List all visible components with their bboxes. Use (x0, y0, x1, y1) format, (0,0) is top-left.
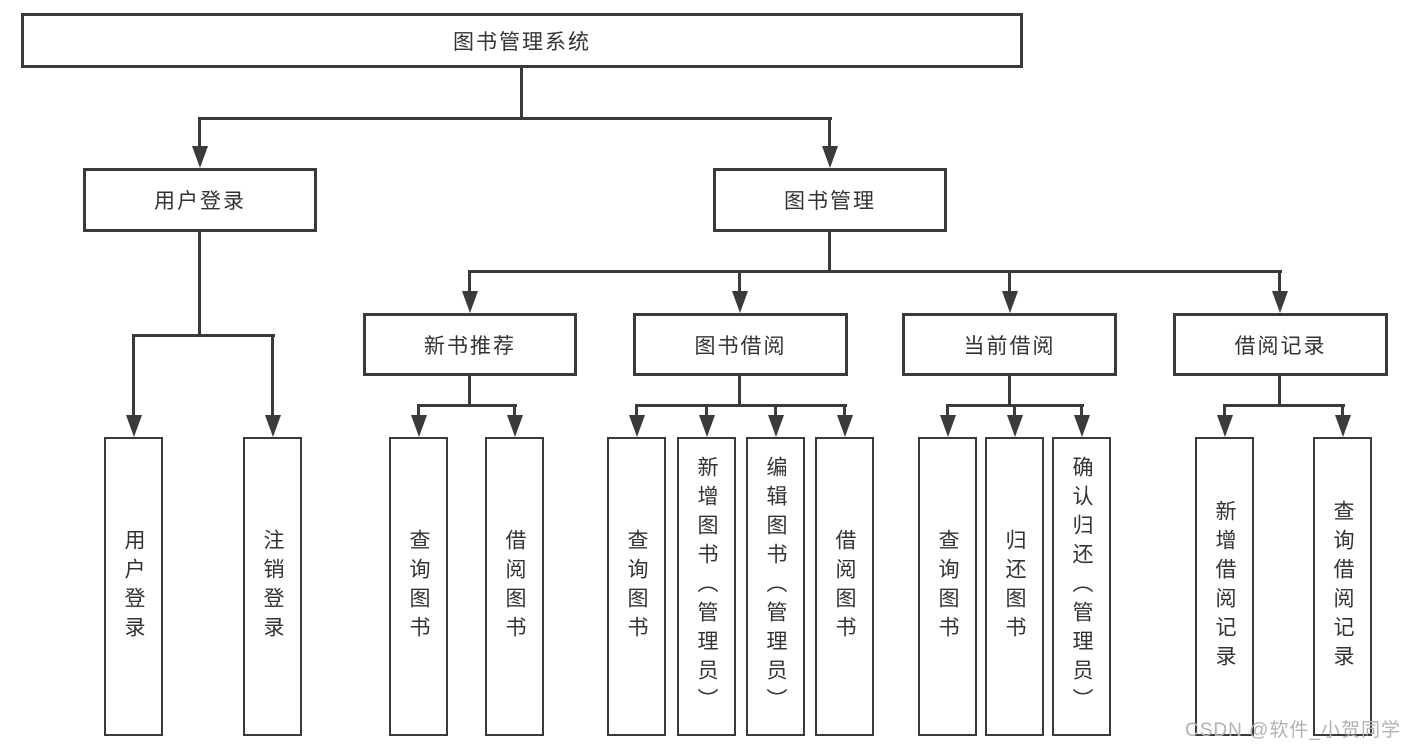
node-book-borrowing-label: 图书借阅 (694, 334, 787, 358)
connector-drop (1341, 404, 1344, 417)
node-current-borrowing: 当前借阅 (902, 313, 1117, 376)
arrow-down-icon (1272, 291, 1288, 313)
connector-drop (198, 117, 201, 150)
connector-stem-records (1278, 376, 1281, 407)
arrow-down-icon (126, 415, 142, 437)
connector-drop (132, 334, 135, 417)
connector-stem-current (1008, 376, 1011, 407)
leaf-borrow-books-recommend: 借阅图书 (485, 437, 544, 736)
connector-drop (468, 270, 471, 294)
arrow-down-icon (462, 291, 478, 313)
arrow-down-icon (1217, 415, 1233, 437)
arrow-down-icon (629, 415, 645, 437)
connector-bar-records (1223, 404, 1345, 407)
node-user-login: 用户登录 (83, 168, 317, 232)
arrow-down-icon (699, 415, 715, 437)
leaf-add-books-admin: 新增图书（管理员） (677, 437, 736, 736)
node-new-book-recommend: 新书推荐 (363, 313, 577, 376)
leaf-add-borrow-record: 新增借阅记录 (1195, 437, 1254, 736)
connector-drop (843, 404, 846, 417)
node-book-management-label: 图书管理 (784, 190, 876, 213)
connector-bar-borrowing (635, 404, 847, 407)
connector-drop (828, 117, 831, 150)
leaf-user-login-label: 用户登录 (122, 528, 145, 645)
connector-drop (1080, 404, 1083, 417)
connector-drop (1013, 404, 1016, 417)
leaf-query-borrow-record-label: 查询借阅记录 (1331, 499, 1354, 674)
connector-drop (635, 404, 638, 417)
arrow-down-icon (1335, 415, 1351, 437)
arrow-down-icon (1002, 291, 1018, 313)
node-book-borrowing: 图书借阅 (633, 313, 848, 376)
leaf-query-books-recommend: 查询图书 (389, 437, 448, 736)
leaf-logout-login: 注销登录 (243, 437, 302, 736)
connector-bar-user-login (132, 334, 275, 337)
connector-drop (1223, 404, 1226, 417)
connector-stem-user-login (198, 232, 201, 337)
leaf-add-books-admin-label: 新增图书（管理员） (695, 456, 718, 717)
arrow-down-icon (837, 415, 853, 437)
connector-drop (417, 404, 420, 417)
leaf-query-books-current-label: 查询图书 (936, 528, 959, 645)
leaf-return-books-label: 归还图书 (1003, 528, 1026, 645)
leaf-edit-books-admin-label: 编辑图书（管理员） (764, 456, 787, 717)
leaf-return-books: 归还图书 (985, 437, 1044, 736)
leaf-confirm-return-admin-label: 确认归还（管理员） (1070, 456, 1093, 717)
leaf-query-books-current: 查询图书 (918, 437, 977, 736)
leaf-query-books-recommend-label: 查询图书 (407, 528, 430, 645)
connector-stem-recommend (468, 376, 471, 407)
node-borrowing-records-label: 借阅记录 (1234, 334, 1327, 358)
arrow-down-icon (1007, 415, 1023, 437)
connector-drop (774, 404, 777, 417)
leaf-borrow-books: 借阅图书 (815, 437, 874, 736)
arrow-down-icon (507, 415, 523, 437)
node-user-login-label: 用户登录 (154, 190, 246, 213)
connector-drop (1278, 270, 1281, 294)
connector-stem-book-management (828, 232, 831, 273)
connector-drop (738, 270, 741, 294)
node-library-system: 图书管理系统 (21, 13, 1023, 68)
connector-stem-borrowing (738, 376, 741, 407)
leaf-confirm-return-admin: 确认归还（管理员） (1052, 437, 1111, 736)
connector-stem-root (520, 68, 523, 118)
leaf-query-books-borrowing: 查询图书 (607, 437, 666, 736)
connector-drop (513, 404, 516, 417)
connector-drop (271, 334, 274, 417)
connector-drop (946, 404, 949, 417)
node-current-borrowing-label: 当前借阅 (963, 334, 1056, 358)
leaf-query-borrow-record: 查询借阅记录 (1313, 437, 1372, 736)
arrow-down-icon (768, 415, 784, 437)
leaf-add-borrow-record-label: 新增借阅记录 (1213, 499, 1236, 674)
node-new-book-recommend-label: 新书推荐 (424, 334, 516, 358)
leaf-logout-login-label: 注销登录 (261, 528, 284, 645)
connector-drop (705, 404, 708, 417)
connector-drop (1008, 270, 1011, 294)
node-borrowing-records: 借阅记录 (1173, 313, 1388, 376)
node-book-management: 图书管理 (713, 168, 947, 232)
connector-bar-book-management (468, 270, 1282, 273)
arrow-down-icon (732, 291, 748, 313)
leaf-edit-books-admin: 编辑图书（管理员） (746, 437, 805, 736)
arrow-down-icon (265, 415, 281, 437)
arrow-down-icon (411, 415, 427, 437)
arrow-down-icon (1074, 415, 1090, 437)
connector-bar-root (198, 117, 832, 120)
connector-bar-recommend (417, 404, 517, 407)
leaf-user-login: 用户登录 (104, 437, 163, 736)
csdn-watermark: CSDN @软件_小贺同学 (1185, 720, 1401, 741)
arrow-down-icon (192, 146, 208, 168)
leaf-borrow-books-label: 借阅图书 (833, 528, 856, 645)
node-library-system-label: 图书管理系统 (453, 30, 591, 54)
leaf-query-books-borrowing-label: 查询图书 (625, 528, 648, 645)
arrow-down-icon (822, 146, 838, 168)
arrow-down-icon (940, 415, 956, 437)
leaf-borrow-books-recommend-label: 借阅图书 (503, 528, 526, 645)
